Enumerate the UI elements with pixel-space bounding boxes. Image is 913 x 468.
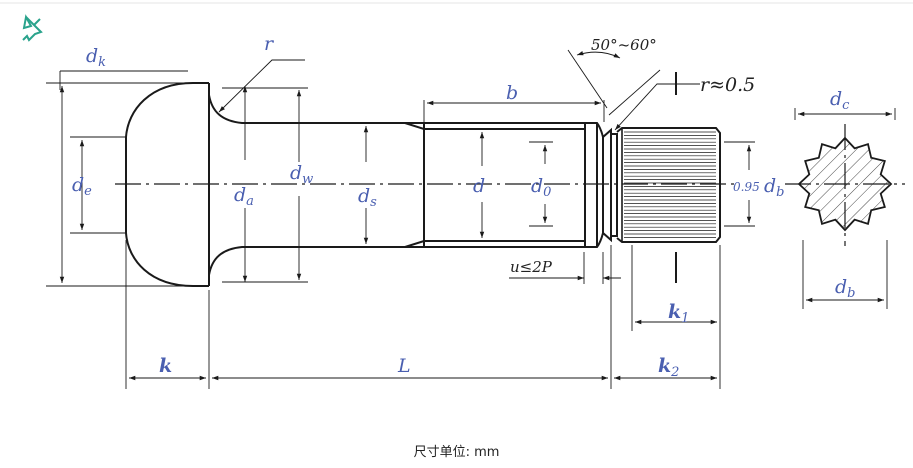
label-da: da (234, 184, 254, 209)
label-r: r (264, 33, 275, 55)
bolt-shank (208, 94, 612, 276)
extension-lines (46, 49, 896, 389)
spline-tip (611, 127, 721, 243)
label-b: b (506, 82, 518, 104)
label-r-small: r≈0.5 (700, 74, 755, 96)
unit-caption: 尺寸单位: mm (413, 445, 500, 460)
label-k1: k1 (668, 301, 689, 326)
pin-icon (22, 14, 43, 42)
label-d: d (473, 175, 485, 197)
label-ds: ds (358, 185, 377, 210)
dimension-lines (59, 51, 892, 381)
labels: dk r 50°~60° r≈0.5 b dc de da dw ds d d0… (72, 33, 856, 380)
label-de: de (72, 174, 92, 199)
label-dk: dk (86, 45, 106, 70)
spline-section (797, 136, 893, 232)
label-db: db (835, 276, 856, 301)
label-db-coef: 0.95 (733, 180, 760, 194)
label-k2: k2 (658, 355, 679, 380)
label-angle: 50°~60° (591, 36, 657, 54)
label-dc: dc (830, 88, 850, 113)
label-dw: dw (290, 162, 313, 187)
label-d0: d0 (531, 175, 551, 200)
label-db095: db (764, 175, 785, 200)
label-L: L (397, 355, 411, 377)
label-u: u≤2P (510, 258, 553, 276)
label-k: k (159, 355, 172, 377)
